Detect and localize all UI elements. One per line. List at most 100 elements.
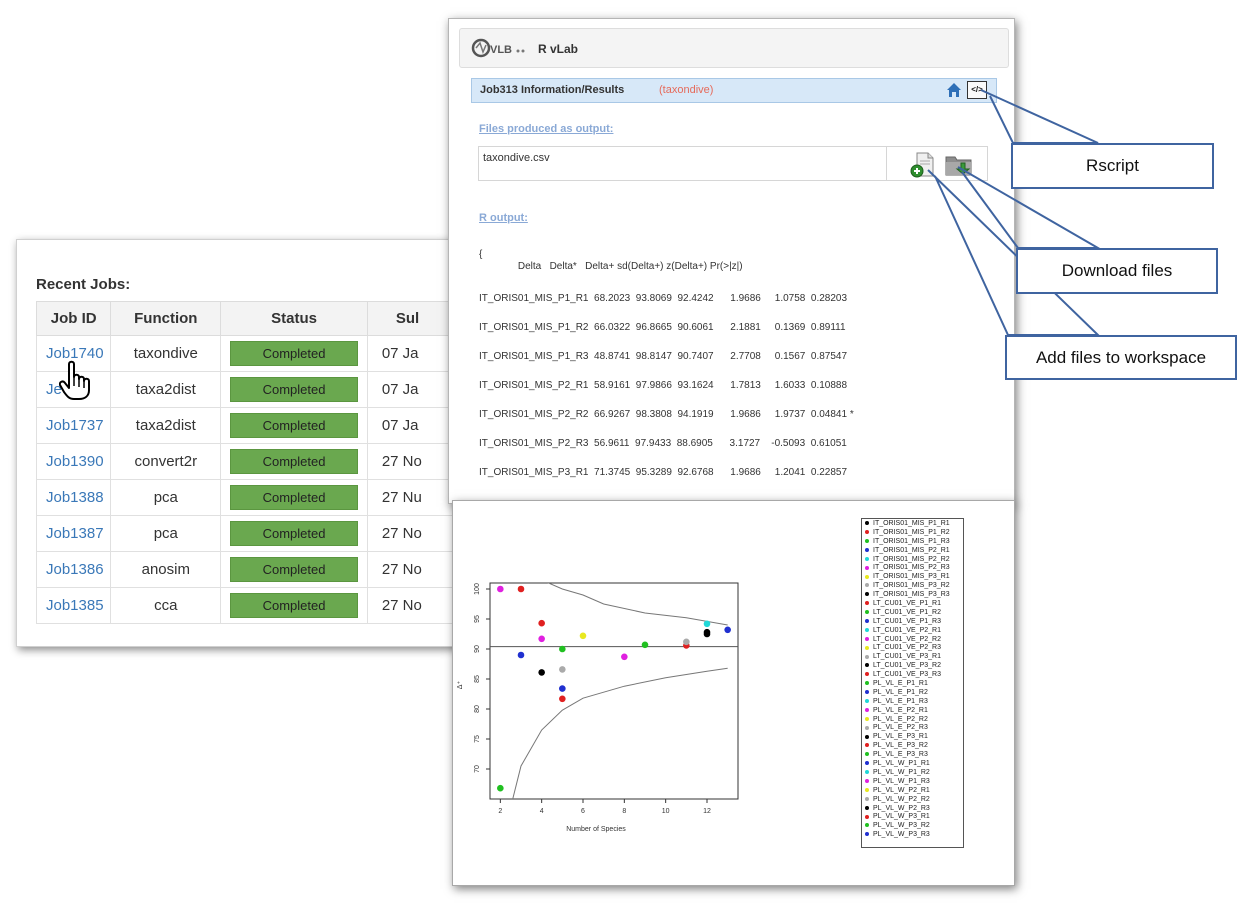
legend-marker: [865, 796, 869, 801]
r-output-line: IT_ORIS01_MIS_P1_R1 68.2023 93.8069 92.4…: [479, 293, 848, 304]
legend-entry: IT_ORIS01_MIS_P1_R2: [862, 529, 963, 538]
data-point: [517, 651, 525, 659]
job-id-link[interactable]: Job1390: [35, 443, 112, 480]
legend-marker: [865, 547, 869, 552]
rscript-callout: Rscript: [1011, 143, 1214, 189]
legend-entry: LT_CU01_VE_P3_R3: [862, 671, 963, 680]
add-workspace-callout: Add files to workspace: [1005, 335, 1237, 380]
files-divider: [886, 147, 887, 180]
legend-entry: PL_VL_E_P3_R2: [862, 742, 963, 751]
data-point: [559, 666, 566, 673]
job-id-link[interactable]: Job1737: [35, 407, 112, 444]
legend-entry: IT_ORIS01_MIS_P3_R1: [862, 573, 963, 582]
legend-entry: LT_CU01_VE_P2_R3: [862, 644, 963, 653]
column-header-status[interactable]: Status: [220, 301, 368, 336]
job-submitted-date: 27 No: [366, 587, 457, 624]
legend-entry: LT_CU01_VE_P2_R1: [862, 627, 963, 636]
legend-label: PL_VL_E_P3_R2: [873, 742, 928, 750]
lower-funnel-line: [512, 667, 728, 799]
legend-label: LT_CU01_VE_P3_R2: [873, 662, 941, 670]
job-id-link[interactable]: Job1386: [35, 551, 112, 588]
job-title: Job313 Information/Results: [480, 84, 625, 96]
job-id-link[interactable]: Job1385: [35, 587, 112, 624]
y-tick-label: 70: [474, 765, 481, 773]
r-output-line: IT_ORIS01_MIS_P2_R2 66.9267 98.3808 94.1…: [479, 409, 854, 420]
legend-marker: [865, 636, 869, 641]
legend-entry: IT_ORIS01_MIS_P2_R2: [862, 556, 963, 565]
column-header-job-id[interactable]: Job ID: [35, 301, 112, 336]
legend-label: IT_ORIS01_MIS_P1_R1: [873, 520, 950, 527]
y-axis-label: Δ⁺: [457, 681, 464, 690]
x-tick-label: 12: [703, 808, 711, 815]
legend-entry: PL_VL_E_P2_R2: [862, 716, 963, 725]
home-icon[interactable]: [946, 82, 962, 98]
data-point: [538, 619, 545, 627]
output-file-name[interactable]: taxondive.csv: [483, 152, 550, 164]
status-badge: Completed: [230, 485, 359, 510]
legend-marker: [865, 610, 869, 615]
job-function: anosim: [110, 551, 222, 588]
files-produced-link[interactable]: Files produced as output:: [479, 123, 614, 135]
legend-label: PL_VL_W_P2_R2: [873, 795, 930, 803]
status-badge: Completed: [230, 557, 359, 582]
job-submitted-date: 27 No: [366, 551, 457, 588]
column-header-submitted[interactable]: Sul: [366, 301, 457, 336]
rscript-icon[interactable]: </>: [967, 81, 987, 99]
legend-entry: IT_ORIS01_MIS_P2_R3: [862, 564, 963, 573]
legend-entry: LT_CU01_VE_P3_R1: [862, 653, 963, 662]
job-submitted-date: 27 No: [366, 515, 457, 552]
r-output-link[interactable]: R output:: [479, 212, 528, 224]
legend-entry: PL_VL_E_P1_R1: [862, 680, 963, 689]
job-id-link[interactable]: Job1387: [35, 515, 112, 552]
legend-entry: LT_CU01_VE_P1_R3: [862, 618, 963, 627]
legend-marker: [865, 716, 869, 721]
job-submitted-date: 07 Ja: [366, 335, 457, 372]
legend-label: IT_ORIS01_MIS_P1_R3: [873, 537, 950, 545]
legend-label: PL_VL_E_P2_R2: [873, 715, 928, 723]
x-tick-label: 8: [622, 808, 626, 815]
legend-marker: [865, 814, 869, 819]
data-point: [703, 620, 711, 628]
add-to-workspace-icon[interactable]: [909, 151, 937, 179]
legend-marker: [865, 556, 869, 561]
job-submitted-date: 27 Nu: [366, 479, 457, 516]
job-status-cell: Completed: [220, 515, 368, 552]
legend-label: IT_ORIS01_MIS_P2_R3: [873, 564, 950, 572]
x-tick-label: 4: [540, 808, 544, 815]
legend-label: PL_VL_E_P2_R3: [873, 724, 928, 732]
legend-marker: [865, 645, 869, 650]
legend-marker: [865, 690, 869, 695]
legend-label: PL_VL_E_P3_R1: [873, 733, 928, 741]
legend-label: PL_VL_W_P2_R1: [873, 786, 930, 794]
download-files-callout: Download files: [1016, 248, 1218, 294]
job-id-link[interactable]: Job1388: [35, 479, 112, 516]
data-point: [559, 645, 566, 653]
column-header-function[interactable]: Function: [110, 301, 222, 336]
y-tick-label: 100: [474, 583, 481, 595]
legend-marker: [865, 725, 869, 730]
legend-marker: [865, 787, 869, 792]
legend-label: PL_VL_E_P1_R2: [873, 688, 928, 696]
download-files-icon[interactable]: [945, 154, 973, 176]
r-output-line: IT_ORIS01_MIS_P3_R1 71.3745 95.3289 92.6…: [479, 467, 848, 478]
x-tick-label: 6: [581, 808, 585, 815]
data-point: [517, 585, 525, 593]
legend-entry: LT_CU01_VE_P1_R2: [862, 609, 963, 618]
legend-label: PL_VL_W_P3_R1: [873, 813, 930, 821]
job-status-cell: Completed: [220, 443, 368, 480]
data-point: [683, 638, 690, 646]
x-tick-label: 2: [498, 808, 502, 815]
y-tick-label: 80: [474, 705, 481, 713]
y-tick-label: 85: [474, 675, 481, 683]
